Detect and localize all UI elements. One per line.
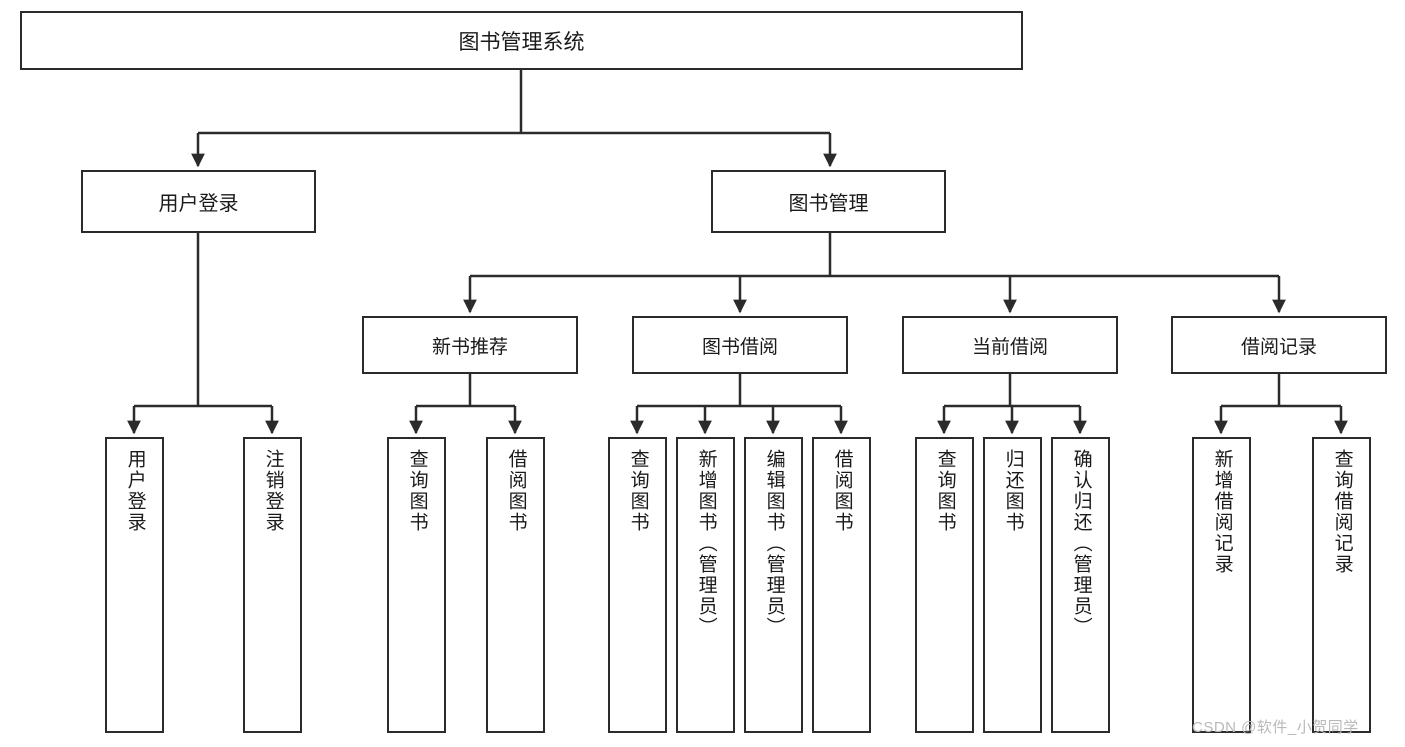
leaf-query-borrow-record[interactable]: 查询借阅记录 xyxy=(1312,437,1371,733)
leaf-edit-book-admin-label: 编辑图书（管理员） xyxy=(763,449,785,638)
leaf-add-book-admin-label: 新增图书（管理员） xyxy=(695,449,717,638)
node-book-borrow[interactable]: 图书借阅 xyxy=(632,316,848,374)
csdn-watermark: CSDN @软件_小贺同学 xyxy=(1192,719,1359,736)
node-new-book-recommend-label: 新书推荐 xyxy=(431,336,508,358)
leaf-query-book-recommend-label: 查询图书 xyxy=(406,449,428,533)
root-node[interactable]: 图书管理系统 xyxy=(20,11,1023,70)
leaf-add-borrow-record-label: 新增借阅记录 xyxy=(1211,449,1233,575)
leaf-add-book-admin[interactable]: 新增图书（管理员） xyxy=(676,437,735,733)
leaf-return-book-label: 归还图书 xyxy=(1002,449,1024,533)
leaf-query-book-current[interactable]: 查询图书 xyxy=(915,437,974,733)
leaf-query-book-current-label: 查询图书 xyxy=(934,449,956,533)
node-borrow-record[interactable]: 借阅记录 xyxy=(1171,316,1387,374)
node-new-book-recommend[interactable]: 新书推荐 xyxy=(362,316,578,374)
leaf-edit-book-admin[interactable]: 编辑图书（管理员） xyxy=(744,437,803,733)
leaf-query-book-borrow-label: 查询图书 xyxy=(627,449,649,533)
node-current-borrow-label: 当前借阅 xyxy=(971,336,1048,358)
leaf-query-borrow-record-label: 查询借阅记录 xyxy=(1331,449,1353,575)
node-borrow-record-label: 借阅记录 xyxy=(1240,336,1317,358)
leaf-logout-login-label: 注销登录 xyxy=(262,449,284,533)
node-current-borrow[interactable]: 当前借阅 xyxy=(902,316,1118,374)
leaf-confirm-return-admin-label: 确认归还（管理员） xyxy=(1070,449,1092,638)
leaf-return-book[interactable]: 归还图书 xyxy=(983,437,1042,733)
root-node-label: 图书管理系统 xyxy=(458,30,585,54)
leaf-add-borrow-record[interactable]: 新增借阅记录 xyxy=(1192,437,1251,733)
node-user-login[interactable]: 用户登录 xyxy=(81,170,316,233)
node-book-borrow-label: 图书借阅 xyxy=(701,336,778,358)
node-book-management-label: 图书管理 xyxy=(788,193,869,215)
leaf-logout-login[interactable]: 注销登录 xyxy=(243,437,302,733)
leaf-user-login-label: 用户登录 xyxy=(124,449,146,533)
leaf-borrow-book[interactable]: 借阅图书 xyxy=(812,437,871,733)
leaf-borrow-book-recommend-label: 借阅图书 xyxy=(505,449,527,533)
node-book-management[interactable]: 图书管理 xyxy=(711,170,946,233)
leaf-borrow-book-label: 借阅图书 xyxy=(831,449,853,533)
leaf-query-book-recommend[interactable]: 查询图书 xyxy=(387,437,446,733)
leaf-user-login[interactable]: 用户登录 xyxy=(105,437,164,733)
leaf-query-book-borrow[interactable]: 查询图书 xyxy=(608,437,667,733)
leaf-confirm-return-admin[interactable]: 确认归还（管理员） xyxy=(1051,437,1110,733)
node-user-login-label: 用户登录 xyxy=(158,193,239,215)
leaf-borrow-book-recommend[interactable]: 借阅图书 xyxy=(486,437,545,733)
